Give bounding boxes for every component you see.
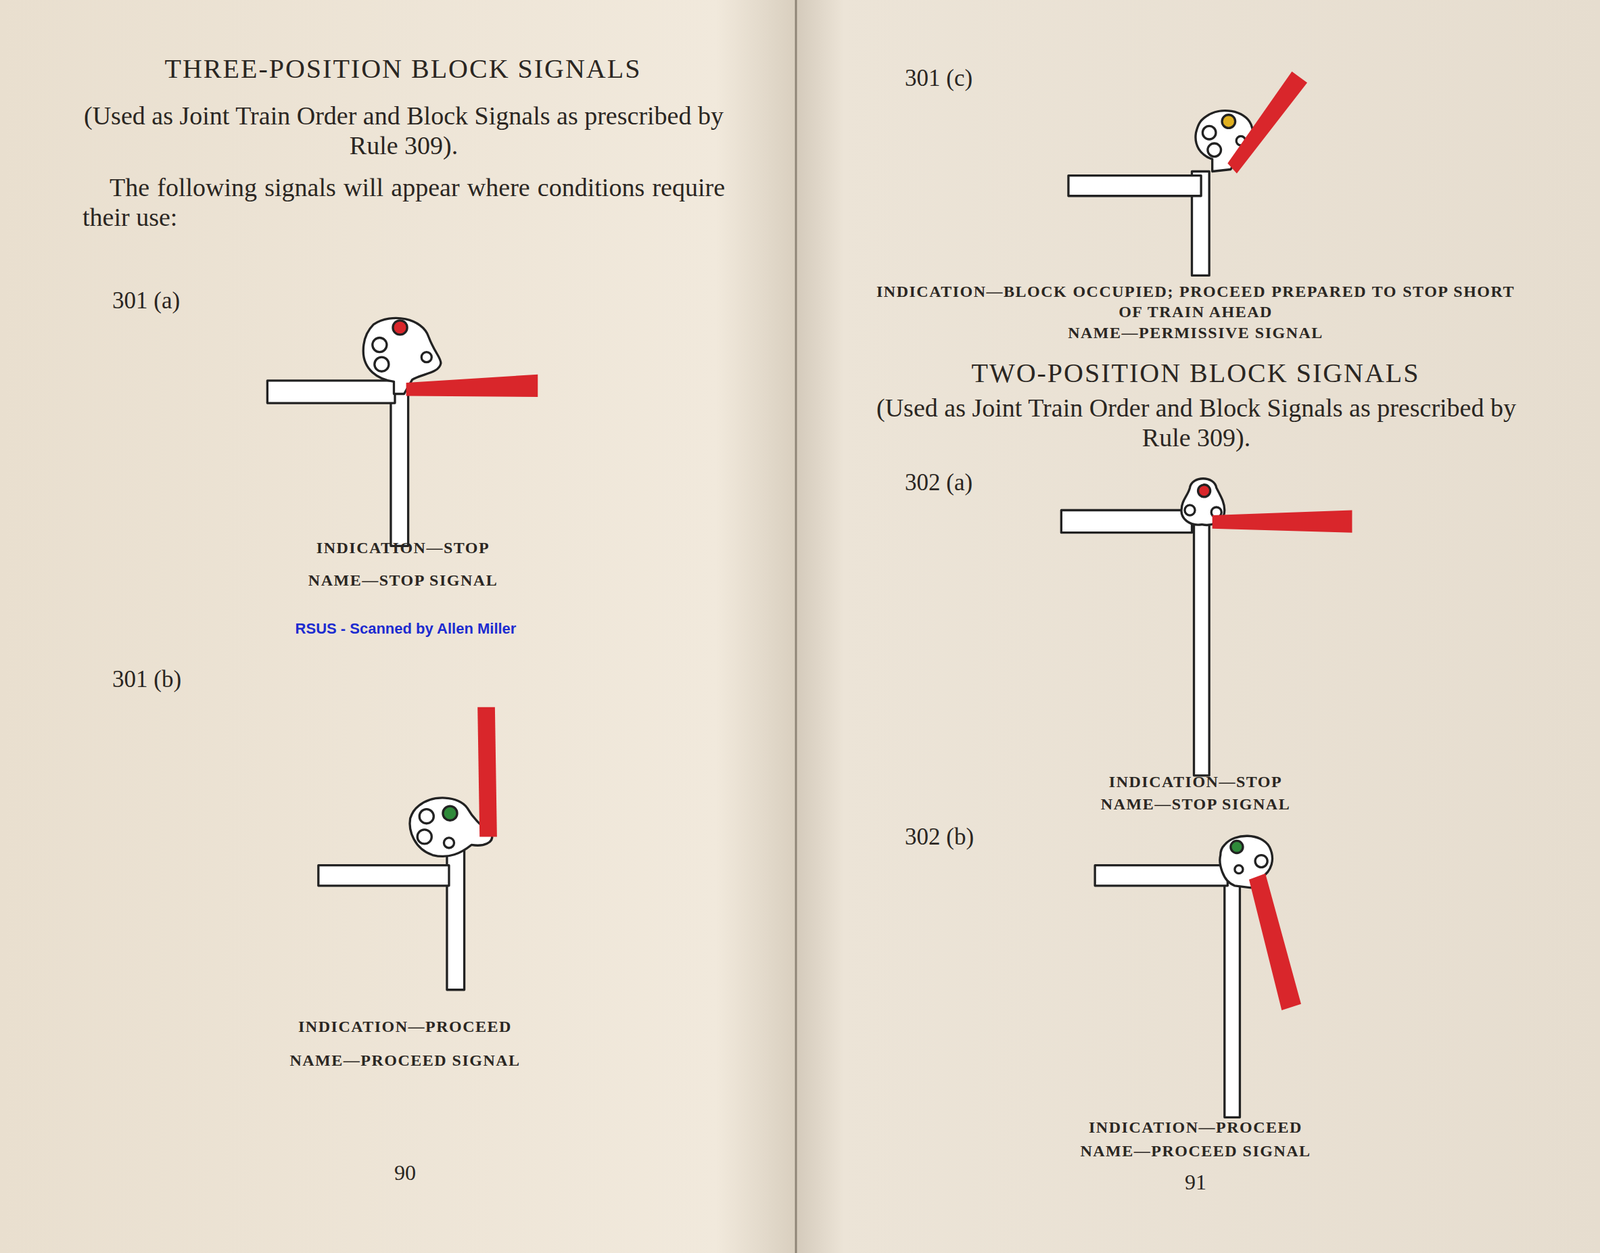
name-caption: NAME—PROCEED SIGNAL — [202, 1050, 608, 1071]
name-caption: NAME—PERMISSIVE SIGNAL — [992, 322, 1399, 343]
page-number: 91 — [1161, 1169, 1230, 1195]
rule-number: 301 (a) — [112, 287, 180, 315]
rule-number: 301 (b) — [112, 666, 182, 694]
indication-caption: INDICATION—STOP — [992, 771, 1399, 792]
signal-301c — [1068, 71, 1308, 276]
section-heading: TWO-POSITION BLOCK SIGNALS — [877, 357, 1514, 389]
page-heading: THREE-POSITION BLOCK SIGNALS — [86, 52, 720, 85]
signal-301b — [318, 707, 498, 991]
indication-caption: INDICATION—BLOCK OCCUPIED; PROCEED PREPA… — [876, 281, 1515, 322]
signal-301a — [267, 317, 538, 546]
indication-caption: INDICATION—STOP — [200, 537, 606, 558]
name-caption: NAME—PROCEED SIGNAL — [992, 1140, 1399, 1162]
signal-302b — [1094, 835, 1302, 1118]
left-page — [0, 0, 796, 1253]
rule-number: 301 (c) — [904, 64, 973, 92]
watermark: RSUS - Scanned by Allen Miller — [243, 620, 569, 638]
name-caption: NAME—STOP SIGNAL — [992, 793, 1399, 815]
subheading: (Used as Joint Train Order and Block Sig… — [83, 101, 724, 161]
signal-302a — [1061, 478, 1352, 776]
body-text: The following signals will appear where … — [82, 173, 725, 232]
right-page — [795, 0, 1600, 1253]
rule-number: 302 (b) — [904, 823, 974, 851]
subheading: (Used as Joint Train Order and Block Sig… — [876, 393, 1517, 453]
page-number: 90 — [371, 1160, 439, 1186]
indication-caption: INDICATION—PROCEED — [992, 1117, 1399, 1138]
indication-caption: INDICATION—PROCEED — [202, 1016, 608, 1037]
name-caption: NAME—STOP SIGNAL — [200, 570, 606, 591]
gutter — [795, 0, 798, 1253]
rule-number: 302 (a) — [904, 469, 973, 497]
